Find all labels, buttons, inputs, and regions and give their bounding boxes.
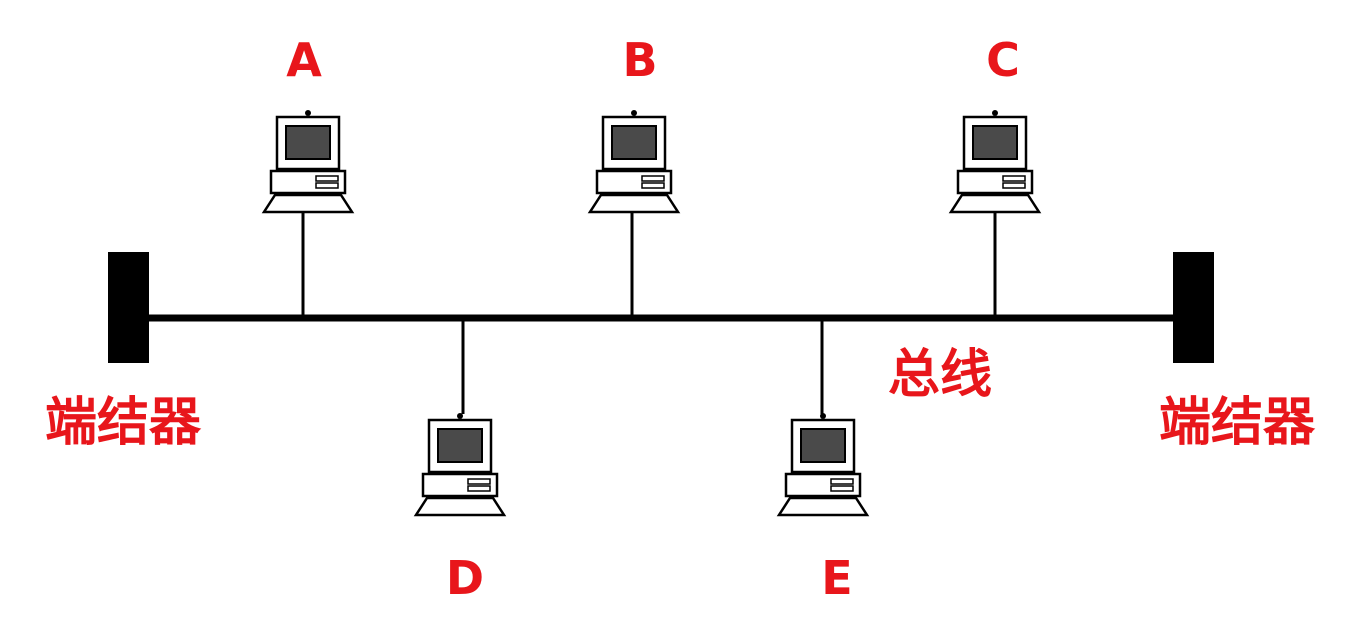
right-terminator	[1173, 252, 1214, 363]
computer-c	[949, 108, 1041, 214]
node-label-e: E	[821, 551, 852, 605]
node-label-d: D	[446, 551, 484, 605]
computer-b	[588, 108, 680, 214]
node-label-a: A	[286, 33, 322, 87]
node-label-b: B	[622, 33, 657, 87]
bus-label: 总线	[888, 345, 992, 405]
node-label-c: C	[986, 33, 1020, 87]
computer-e	[777, 411, 869, 517]
computer-d	[414, 411, 506, 517]
terminator-label-right: 端结器	[1159, 393, 1316, 453]
computer-a	[262, 108, 354, 214]
left-terminator	[108, 252, 149, 363]
terminator-label-left: 端结器	[45, 393, 202, 453]
